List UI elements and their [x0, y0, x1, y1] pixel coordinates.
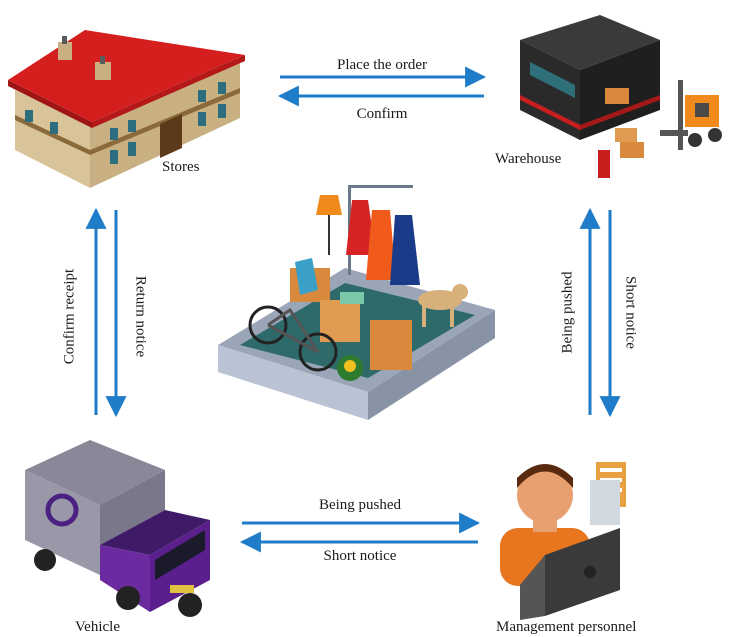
edge-label-return-notice: Return notice [132, 275, 149, 358]
node-label-warehouse: Warehouse [495, 151, 562, 167]
edge-label-being-pushed-right: Being pushed [559, 271, 576, 354]
node-label-management: Management personnel [496, 619, 637, 635]
edge-label-being-pushed-bottom: Being pushed [318, 497, 402, 513]
node-label-vehicle: Vehicle [75, 619, 120, 635]
edge-label-short-notice-right: Short notice [622, 276, 639, 349]
manager-laptop-icon [500, 462, 626, 620]
node-label-stores: Stores [162, 159, 200, 175]
edge-label-confirm-receipt: Confirm receipt [61, 268, 78, 365]
edge-label-short-notice-bottom: Short notice [323, 548, 397, 564]
edge-label-place-order: Place the order [337, 57, 427, 73]
ecommerce-tablet-icon [218, 185, 495, 420]
edge-label-confirm: Confirm [356, 106, 408, 122]
warehouse-forklift-icon [520, 15, 722, 178]
delivery-truck-icon [25, 440, 210, 617]
store-building-icon [8, 30, 245, 188]
